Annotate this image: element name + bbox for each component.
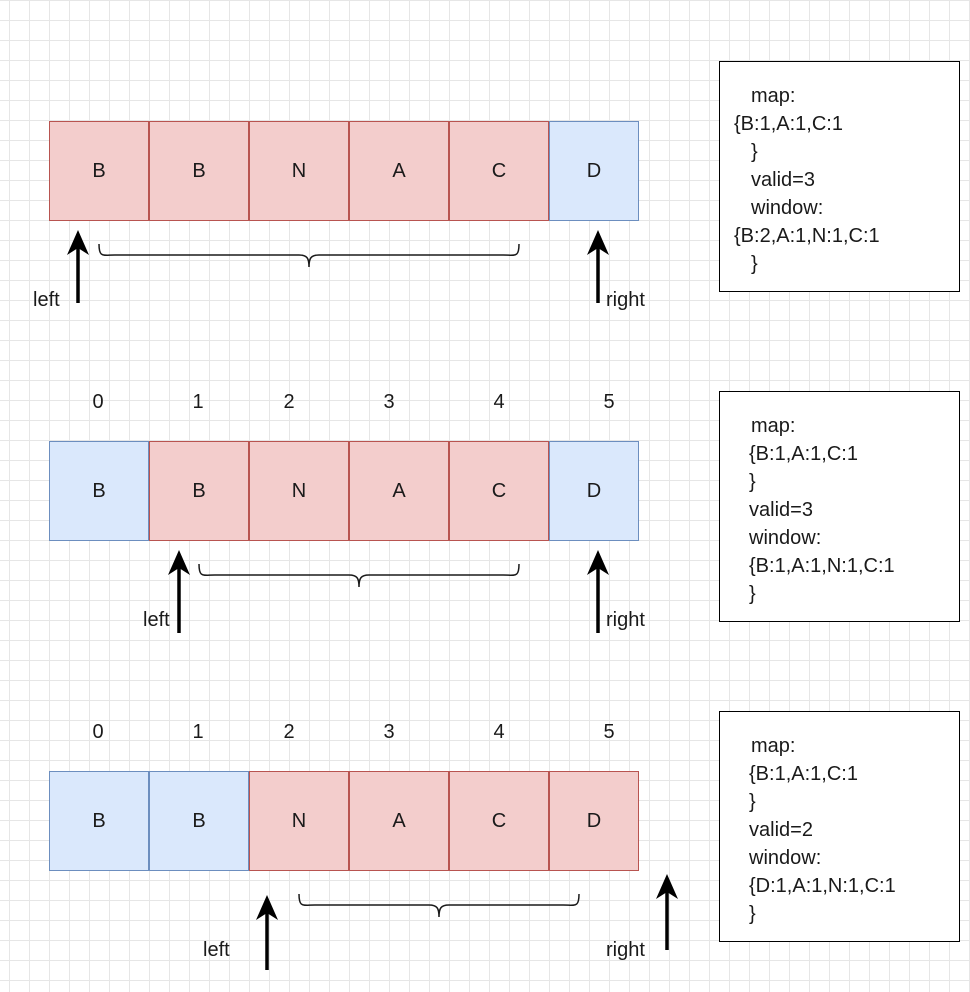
array-cell: A — [349, 771, 449, 871]
right-pointer-label: right — [606, 939, 645, 961]
right-pointer-arrow — [656, 874, 678, 950]
index-label: 3 — [383, 391, 395, 413]
index-label: 3 — [383, 721, 395, 743]
left-pointer-label: left — [143, 609, 170, 631]
info-line-window-value: {D:1,A:1,N:1,C:1 — [749, 875, 896, 897]
state-info-text: map: {B:1,A:1,C:1} valid=3 window: {B:2,A:1,… — [734, 82, 880, 278]
info-line-map-value: {B:1,A:1,C:1 — [749, 443, 858, 465]
left-pointer-label: left — [203, 939, 230, 961]
info-line-window-close: } — [749, 903, 756, 925]
left-pointer-arrow — [256, 895, 278, 970]
state-info-text: map: {B:1,A:1,C:1} valid=3 window: {B:1,A:1,… — [749, 412, 895, 608]
info-line-map-value: {B:1,A:1,C:1 — [749, 763, 858, 785]
index-label: 0 — [92, 391, 104, 413]
index-label: 2 — [283, 721, 295, 743]
index-label: 4 — [493, 721, 505, 743]
info-line-map-value: {B:1,A:1,C:1 — [734, 113, 843, 135]
array-cell: N — [249, 771, 349, 871]
right-pointer-label: right — [606, 609, 645, 631]
info-line-window-close: } — [749, 583, 756, 605]
state-info-box: map: {B:1,A:1,C:1} valid=3 window: {B:1,A:1,… — [719, 391, 960, 622]
array-cell: B — [149, 771, 249, 871]
state-info-text: map: {B:1,A:1,C:1} valid=2 window: {D:1,A:1,… — [749, 732, 896, 928]
info-line-valid: valid=3 — [751, 169, 815, 191]
right-pointer-label: right — [606, 289, 645, 311]
info-line-map-label: map: — [751, 85, 796, 107]
info-line-map-close: } — [749, 791, 756, 813]
info-line-window-label: window: — [749, 527, 822, 549]
array-cell: D — [549, 441, 639, 541]
info-line-map-close: } — [749, 471, 756, 493]
window-brace — [98, 243, 520, 268]
array-cell: B — [49, 441, 149, 541]
array-cell: N — [249, 441, 349, 541]
state-info-box: map: {B:1,A:1,C:1} valid=3 window: {B:2,A:1,… — [719, 61, 960, 292]
state-info-box: map: {B:1,A:1,C:1} valid=2 window: {D:1,A:1,… — [719, 711, 960, 942]
array-cell: N — [249, 121, 349, 221]
info-line-window-close: } — [751, 253, 758, 275]
array-cell: B — [49, 771, 149, 871]
array-cell: A — [349, 121, 449, 221]
info-line-valid: valid=2 — [749, 819, 813, 841]
index-label: 5 — [603, 391, 615, 413]
left-pointer-label: left — [33, 289, 60, 311]
array-cell: D — [549, 771, 639, 871]
info-line-map-label: map: — [751, 415, 796, 437]
array-cell: D — [549, 121, 639, 221]
info-line-map-label: map: — [751, 735, 796, 757]
array-cell: B — [149, 441, 249, 541]
array-cell: C — [449, 771, 549, 871]
index-label: 4 — [493, 391, 505, 413]
info-line-valid: valid=3 — [749, 499, 813, 521]
info-line-window-label: window: — [749, 847, 822, 869]
index-label: 2 — [283, 391, 295, 413]
index-label: 5 — [603, 721, 615, 743]
info-line-window-value: {B:2,A:1,N:1,C:1 — [734, 225, 880, 247]
info-line-map-close: } — [751, 141, 758, 163]
index-label: 0 — [92, 721, 104, 743]
info-line-window-label: window: — [751, 197, 824, 219]
window-brace — [198, 563, 520, 588]
index-label: 1 — [192, 391, 204, 413]
array-cell: B — [149, 121, 249, 221]
array-cell: C — [449, 441, 549, 541]
window-brace — [298, 893, 580, 918]
array-cell: C — [449, 121, 549, 221]
index-label: 1 — [192, 721, 204, 743]
left-pointer-arrow — [67, 230, 89, 303]
array-cell: B — [49, 121, 149, 221]
info-line-window-value: {B:1,A:1,N:1,C:1 — [749, 555, 895, 577]
array-cell: A — [349, 441, 449, 541]
left-pointer-arrow — [168, 550, 190, 633]
